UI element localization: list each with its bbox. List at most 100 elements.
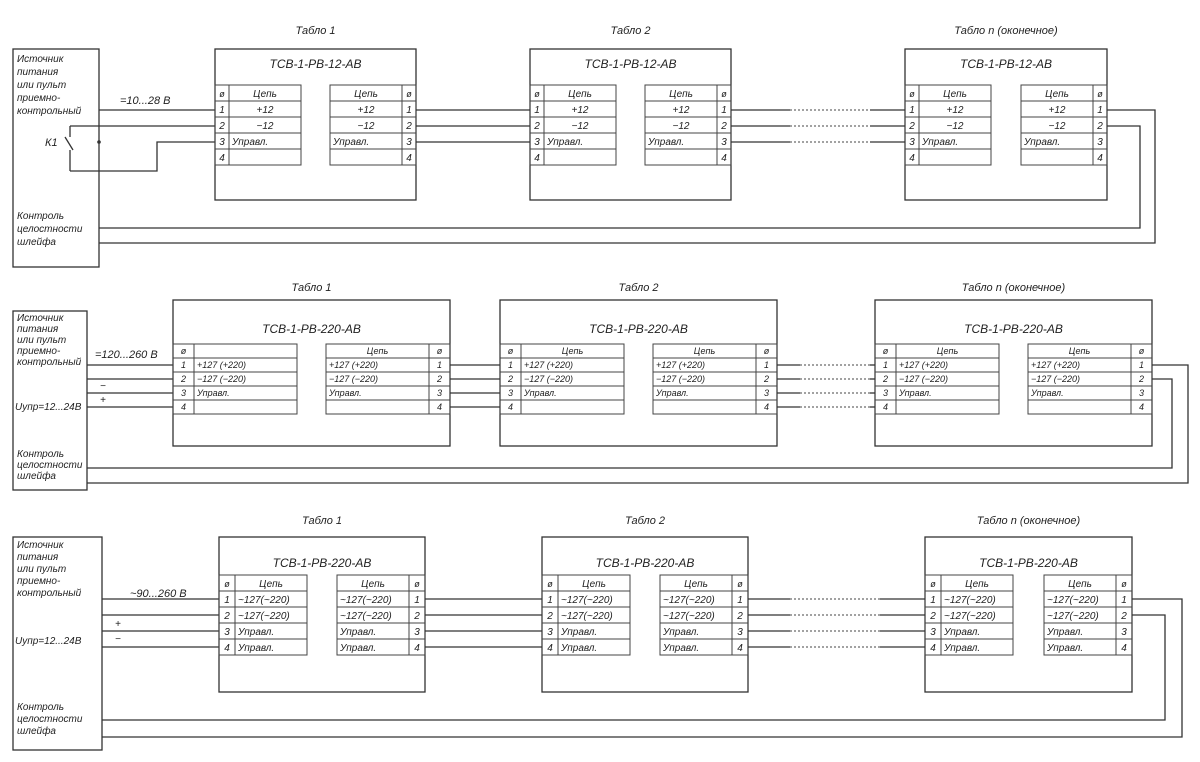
circuit-name: +12 [1049, 105, 1066, 116]
circuit-name: −12 [673, 121, 690, 132]
circuit-header: Цепь [562, 346, 584, 356]
circuit-name: +127 (+220) [329, 360, 378, 370]
panel-label: Табло n (оконечное) [954, 25, 1058, 37]
pin-number: 4 [224, 643, 230, 654]
circuit-name: −127 (−220) [656, 374, 705, 384]
source-label-line: приемно- [17, 93, 61, 104]
supply-voltage-label: =120...260 В [95, 349, 158, 361]
circuit-name: +127 (+220) [524, 360, 573, 370]
circuit-name: +12 [673, 105, 690, 116]
source-label-line: контрольный [17, 106, 82, 117]
pin-number: 4 [1097, 153, 1103, 164]
circuit-name: Управл. [1046, 643, 1083, 654]
pin-number: 4 [181, 402, 186, 412]
loop-control-label-line: Контроль [17, 211, 64, 222]
pin-number: 3 [1097, 137, 1103, 148]
pin-number: 1 [1139, 360, 1144, 370]
pin-number: 2 [1096, 121, 1103, 132]
panel-label: Табло n (оконечное) [962, 282, 1066, 294]
pin-header: ø [909, 89, 915, 99]
loop-control-label-line: целостности [17, 714, 83, 725]
loop-control-label-line: шлейфа [17, 470, 56, 482]
loop-return-wire-1 [99, 109, 1156, 244]
control-voltage-label: Uупр=12...24В [15, 636, 82, 647]
source-label-line: или пульт [17, 564, 66, 575]
circuit-name: +127 (+220) [899, 360, 948, 370]
pin-number: 2 [436, 374, 442, 384]
loop-control-label-line: Контроль [17, 449, 64, 460]
pin-header: ø [883, 346, 889, 356]
table-border [1020, 84, 1108, 166]
source-label-line: контрольный [17, 357, 82, 368]
circuit-name: −127 (−220) [329, 374, 378, 384]
pin-number: 4 [883, 402, 888, 412]
pin-number: 1 [224, 595, 230, 606]
pin-number: 4 [1121, 643, 1127, 654]
pin-number: 3 [737, 627, 743, 638]
circuit-header: Цепь [582, 579, 606, 590]
pin-number: 3 [534, 137, 540, 148]
source-label-line: приемно- [17, 346, 61, 357]
circuit-name: +12 [572, 105, 589, 116]
circuit-name: Управл. [1030, 388, 1064, 398]
loop-return-wire-1 [102, 598, 1183, 738]
pin-header: ø [547, 579, 553, 589]
circuit-name: +12 [358, 105, 375, 116]
panel-model: ТСВ-1-РВ-12-АВ [960, 57, 1052, 71]
circuit-name: +127 (+220) [1031, 360, 1080, 370]
circuit-name: ~127(~220) [1047, 611, 1099, 622]
pin-number: 3 [909, 137, 915, 148]
pin-number: 2 [507, 374, 513, 384]
panel-model: ТСВ-1-РВ-220-АВ [964, 322, 1063, 336]
source-label-line: питания [17, 324, 59, 335]
source-label-line: питания [17, 67, 59, 78]
pin-number: 2 [1120, 611, 1127, 622]
loop-return-wire-2 [87, 378, 1173, 469]
pin-number: 4 [764, 402, 769, 412]
pin-number: 1 [437, 360, 442, 370]
pin-header: ø [508, 346, 514, 356]
pin-number: 1 [909, 105, 915, 116]
table-border [218, 574, 308, 656]
circuit-name: Управл. [943, 643, 980, 654]
pin-number: 1 [1121, 595, 1127, 606]
source-label-line: приемно- [17, 576, 61, 587]
circuit-name: Управл. [655, 388, 689, 398]
pin-header: ø [406, 89, 412, 99]
circuit-header: Цепь [1068, 579, 1092, 590]
loop-control-label-line: целостности [17, 224, 83, 235]
panel-model: ТСВ-1-РВ-220-АВ [596, 556, 695, 570]
panel-model: ТСВ-1-РВ-220-АВ [979, 556, 1078, 570]
pin-number: 3 [414, 627, 420, 638]
source-label-line: контрольный [17, 588, 82, 599]
table-border [904, 84, 992, 166]
pin-number: 3 [406, 137, 412, 148]
pin-number: 4 [909, 153, 915, 164]
junction-dot-icon [97, 140, 101, 144]
circuit-header: Цепь [1045, 89, 1069, 100]
pin-number: 3 [1139, 388, 1144, 398]
circuit-name: Управл. [898, 388, 932, 398]
pin-number: 3 [547, 627, 553, 638]
pin-header: ø [437, 346, 443, 356]
circuit-name: Управл. [339, 643, 376, 654]
pin-number: 4 [437, 402, 442, 412]
circuit-header: Цепь [965, 579, 989, 590]
circuit-name: +12 [947, 105, 964, 116]
table-border [214, 84, 302, 166]
pin-number: 1 [737, 595, 743, 606]
circuit-name: Управл. [231, 137, 268, 148]
circuit-name: +127 (+220) [197, 360, 246, 370]
circuit-header: Цепь [684, 579, 708, 590]
